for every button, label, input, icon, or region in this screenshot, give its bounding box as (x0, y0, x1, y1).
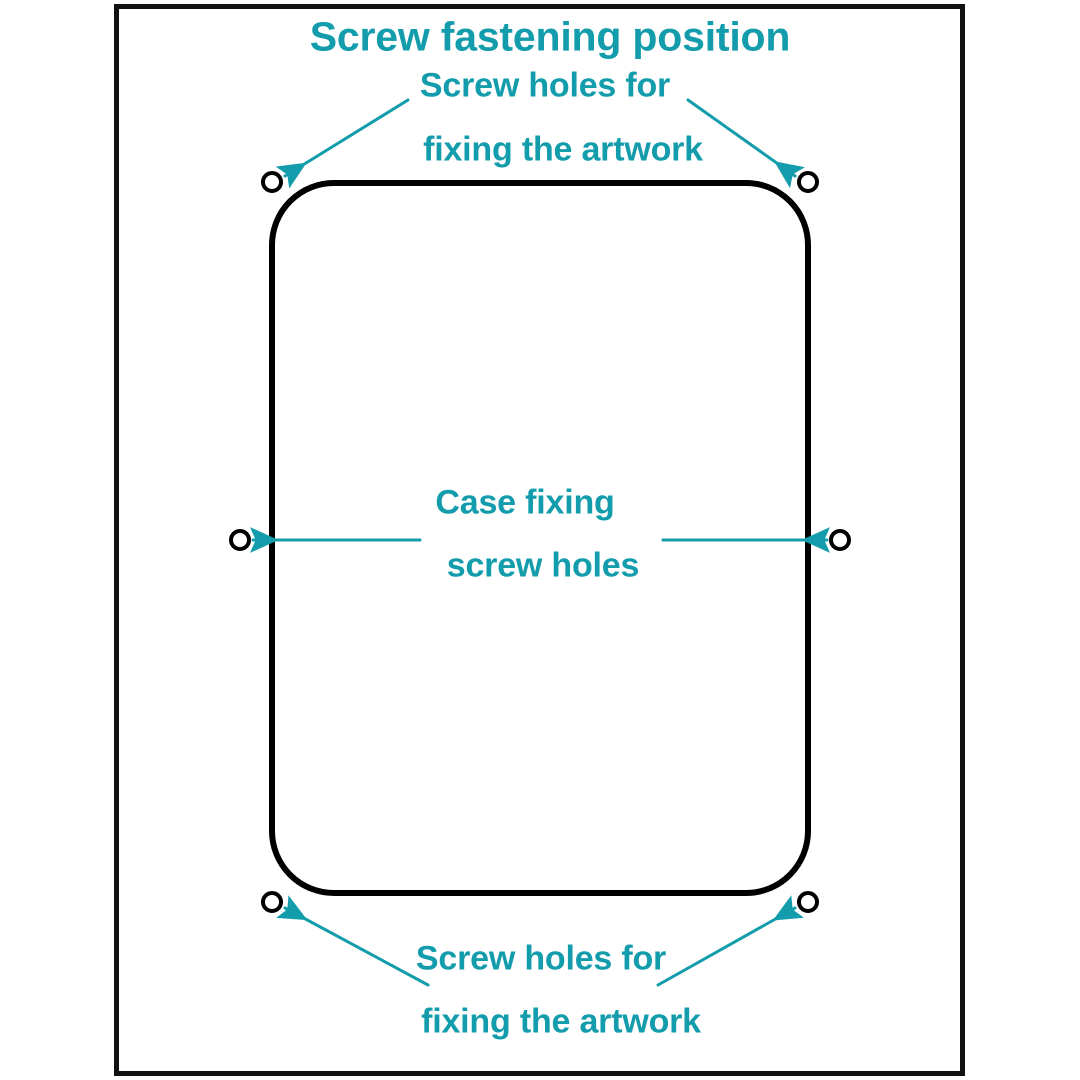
screw-hole-group (229, 171, 851, 913)
case-hole-middle-right (829, 529, 851, 551)
artwork-hole-top-left (261, 171, 283, 193)
arrow-bottom-right (656, 895, 804, 987)
case-hole-middle-left (229, 529, 251, 551)
case-hole-label-line1: Case fixing (435, 483, 615, 522)
artwork-hole-label-bottom-line1: Screw holes for (415, 939, 667, 978)
diagram-title: Screw fastening position (309, 13, 791, 60)
artwork-hole-bottom-left (261, 891, 283, 913)
artwork-hole-top-right (797, 171, 819, 193)
arrow-top-left (275, 98, 410, 189)
arrow-top-right (686, 98, 805, 189)
artwork-hole-label-top-line1: Screw holes for (419, 66, 671, 105)
case-hole-label-line2: screw holes (446, 546, 640, 585)
arrow-bottom-left (276, 895, 430, 987)
artwork-hole-label-top-line2: fixing the artwork (423, 130, 703, 169)
artwork-hole-bottom-right (797, 891, 819, 913)
leader-arrow-group (250, 98, 830, 987)
artwork-hole-label-bottom-line2: fixing the artwork (421, 1002, 701, 1041)
